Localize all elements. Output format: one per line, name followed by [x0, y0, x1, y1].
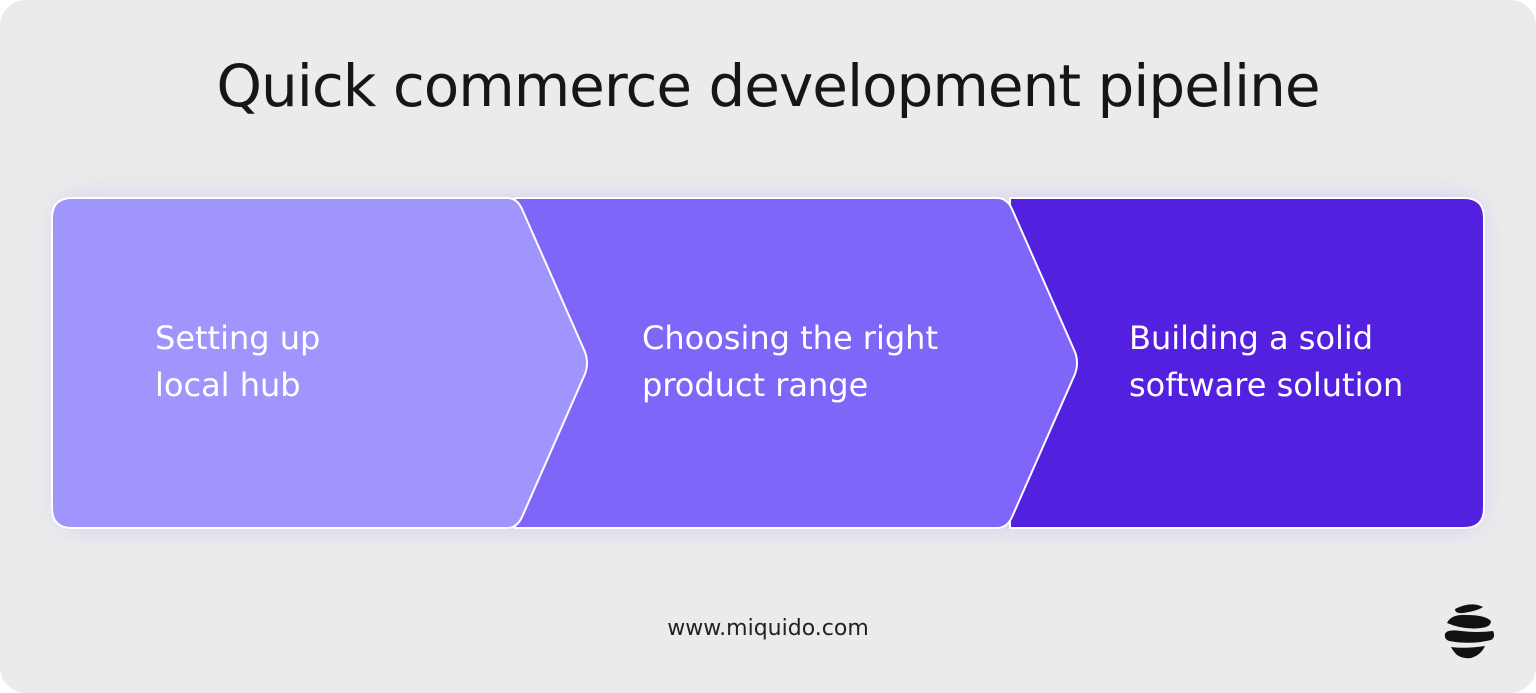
pipeline-step-1-shape	[51, 197, 588, 529]
pipeline-step-2-shape	[514, 197, 1078, 529]
pipeline-step-3-line-1: Building a solid	[1129, 319, 1374, 357]
page-title: Quick commerce development pipeline	[216, 52, 1320, 120]
pipeline-step-1-line-2: local hub	[155, 366, 301, 404]
pipeline-step-2-label: Choosing the right product range	[642, 315, 938, 409]
footer-url[interactable]: www.miquido.com	[667, 616, 869, 641]
pipeline-step-2-line-2: product range	[642, 366, 869, 404]
miquido-logo-icon	[1444, 604, 1495, 659]
pipeline-step-3-shape	[1009, 197, 1485, 529]
pipeline-step-3-label: Building a solid software solution	[1129, 315, 1403, 409]
pipeline-step-1-line-1: Setting up	[155, 319, 321, 357]
pipeline-step-3-line-2: software solution	[1129, 366, 1404, 404]
pipeline-step-2-line-1: Choosing the right	[642, 319, 938, 357]
pipeline-step-1-label: Setting up local hub	[155, 315, 320, 409]
